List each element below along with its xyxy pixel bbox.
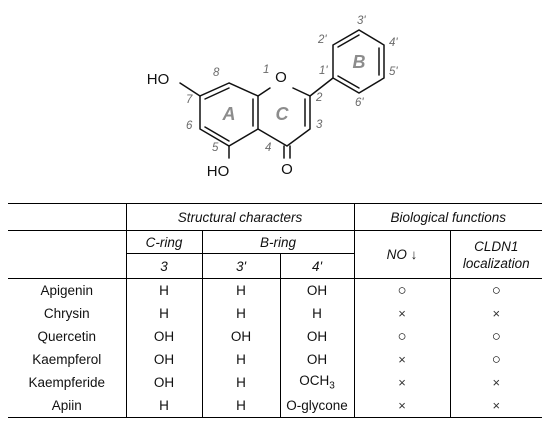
compound-name: Apigenin [40, 282, 94, 298]
ring-b-inner-bond-c [337, 75, 360, 89]
hydroxyl-5-label: HO [207, 163, 230, 180]
no-header: NO ↓ [353, 230, 451, 279]
no-result: × [353, 370, 451, 394]
no-result: × [353, 393, 451, 418]
compound-name: Apiin [8, 393, 126, 418]
bond-2-1prime [309, 77, 334, 97]
cldn1-result: ○ [449, 324, 543, 348]
cldn1-header: CLDN1 localization [449, 230, 543, 279]
bond-7-oh [179, 82, 201, 97]
position-4-label: 4 [265, 142, 271, 154]
ring-c-letter: C [276, 104, 290, 124]
table-row: Kaempferol OH H OH × ○ [8, 347, 543, 371]
cldn1-result: × [449, 370, 543, 394]
b3-value: H [201, 347, 280, 371]
b3-value: H [201, 370, 280, 394]
c3-value: OH [125, 324, 202, 348]
c3-value: OH [125, 347, 202, 371]
b4-value: O-glycone [279, 393, 355, 418]
b3-value: OH [201, 324, 280, 348]
b3-value: H [201, 301, 280, 325]
c3-value: OH [125, 370, 202, 394]
b4-value: OCH3 [279, 370, 355, 394]
corner-cell [8, 203, 126, 231]
position-7-label: 7 [186, 94, 193, 106]
compound-name: Kaempferide [28, 374, 106, 390]
b4-value: OH [279, 278, 355, 302]
table-row: Chrysin H H H × × [8, 301, 543, 325]
hydroxyl-7-label: HO [147, 71, 170, 88]
position-6prime-label: 6' [355, 97, 364, 109]
position-1-label: 1 [263, 64, 269, 76]
ring-b-letter: B [353, 52, 366, 72]
no-result: × [353, 301, 451, 325]
table-row: Quercetin OH OH OH ○ ○ [8, 324, 543, 348]
ring-a-letter: A [222, 104, 236, 124]
compound-name: Chrysin [43, 305, 90, 321]
table-row: Kaempferide OH H OCH3 × × [8, 370, 543, 394]
b4-value: OH [279, 347, 355, 371]
b-ring-header: B-ring [201, 230, 355, 254]
position-4prime-header: 4' [279, 253, 355, 279]
position-6-label: 6 [186, 120, 193, 132]
b4-value: H [279, 301, 355, 325]
structural-characters-header: Structural characters [125, 203, 355, 231]
compound-name: Kaempferol [32, 351, 102, 367]
no-result: ○ [353, 324, 451, 348]
position-5prime-label: 5' [389, 66, 398, 78]
position-3-header: 3 [125, 253, 202, 279]
biological-functions-header: Biological functions [353, 203, 543, 231]
ring-a-inner-bond-6-5 [204, 126, 230, 142]
position-1prime-label: 1' [319, 65, 328, 77]
ring-oxygen-label: O [275, 69, 287, 86]
b4-value: OH [279, 324, 355, 348]
position-4prime-label: 4' [389, 37, 398, 49]
table-row: Apiin H H O-glycone × × [8, 393, 543, 418]
carbonyl-oxygen-label: O [281, 161, 293, 178]
b3-value: H [201, 278, 280, 302]
cldn1-result: ○ [449, 347, 543, 371]
ring-c-bonds [257, 87, 311, 147]
position-3-label: 3 [316, 119, 323, 131]
c3-value: H [125, 278, 202, 302]
position-2-label: 2 [315, 92, 323, 104]
carbonyl-bond [283, 145, 291, 159]
compound-name: Quercetin [37, 328, 97, 344]
flavonoid-comparison-table: Structural characters Biological functio… [8, 203, 543, 418]
no-result: ○ [353, 278, 451, 302]
position-8-label: 8 [213, 67, 220, 79]
cldn1-result: × [449, 393, 543, 418]
ring-a-inner-bond-7-8 [204, 87, 230, 100]
position-3prime-header: 3' [201, 253, 280, 279]
c-ring-header: C-ring [125, 230, 202, 254]
position-5-label: 5 [212, 142, 219, 154]
cldn1-result: ○ [449, 278, 543, 302]
corner-cell-lower [8, 230, 126, 279]
cldn1-result: × [449, 301, 543, 325]
table-row: Apigenin H H OH ○ ○ [8, 278, 543, 302]
c3-value: H [125, 301, 202, 325]
position-3prime-label: 3' [357, 15, 366, 27]
position-2prime-label: 2' [317, 34, 327, 46]
flavone-structure-diagram: O O HO HO 1 2 3 4 5 6 7 8 1' 2' 3' 4' 5'… [147, 15, 399, 180]
c3-value: H [125, 393, 202, 418]
b3-value: H [201, 393, 280, 418]
no-result: × [353, 347, 451, 371]
ring-b-inner-bond-a [337, 34, 360, 48]
ring-b-bonds [332, 29, 385, 94]
